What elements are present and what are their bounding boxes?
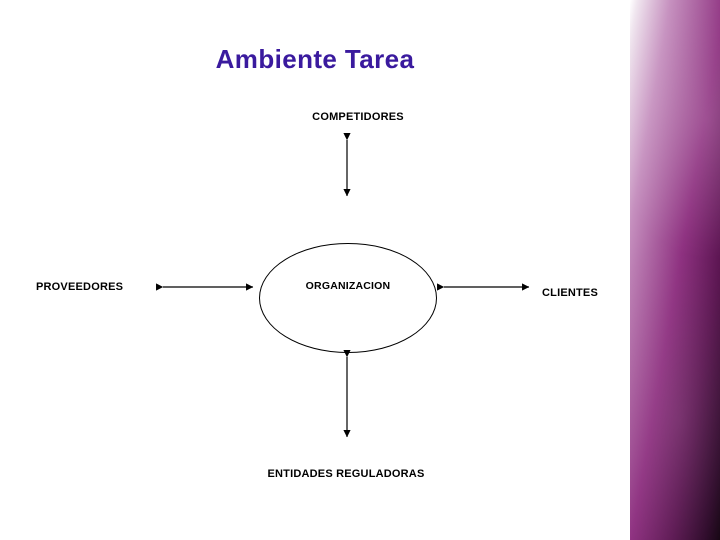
page-title: Ambiente Tarea — [215, 44, 415, 74]
organization-ellipse — [259, 243, 437, 353]
node-label-clientes: CLIENTES — [542, 287, 598, 299]
node-label-proveedores: PROVEEDORES — [36, 281, 124, 293]
node-label-entidades-reguladoras: ENTIDADES REGULADORAS — [267, 468, 425, 480]
node-label-organizacion: ORGANIZACION — [305, 280, 391, 292]
band-sheen — [630, 0, 720, 540]
decorative-gradient-band — [630, 0, 720, 540]
node-label-competidores: COMPETIDORES — [312, 111, 404, 123]
